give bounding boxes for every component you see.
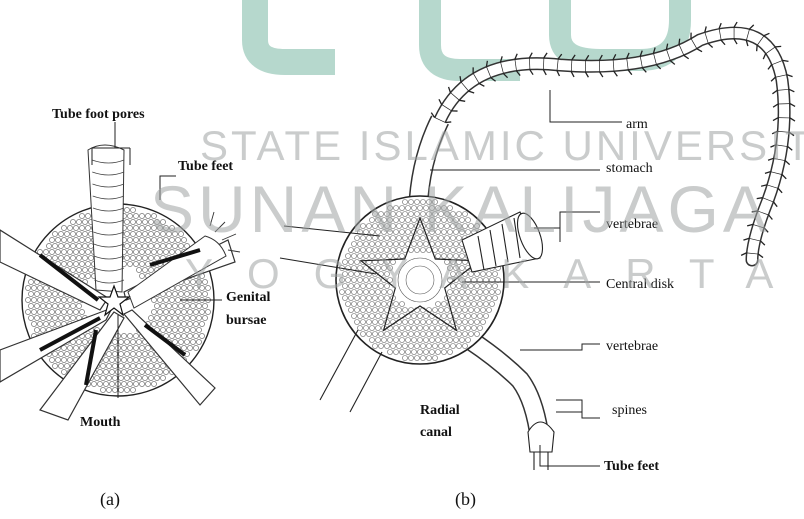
watermark-line-2: SUNAN KALIJAGA [150, 172, 771, 246]
label-spines: spines [612, 403, 647, 418]
label-vertebrae-bottom: vertebrae [606, 339, 658, 354]
caption-a: (a) [100, 489, 120, 510]
caption-b: (b) [455, 489, 476, 510]
label-radial: Radial [420, 403, 460, 418]
tube-feet-b [528, 422, 554, 470]
label-bursae: bursae [226, 313, 266, 328]
watermark-line-3: YOGYAKARTA [185, 250, 804, 297]
watermark-line-1: STATE ISLAMIC UNIVERSITY [200, 122, 804, 169]
watermark-text: STATE ISLAMIC UNIVERSITY SUNAN KALIJAGA … [150, 122, 804, 297]
label-tube-feet-b: Tube feet [604, 459, 659, 474]
label-canal: canal [420, 425, 452, 440]
label-mouth: Mouth [80, 415, 121, 430]
label-tube-foot-pores: Tube foot pores [52, 107, 145, 122]
